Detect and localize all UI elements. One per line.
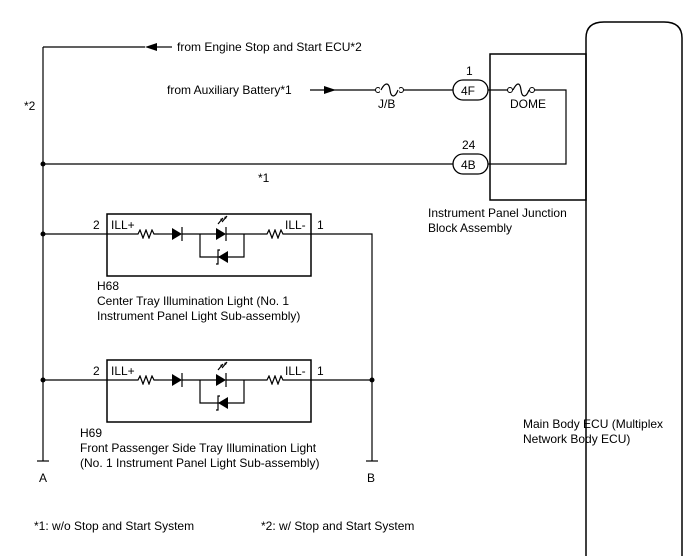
arrow-right-icon xyxy=(324,86,336,94)
h69-pin-left: 2 xyxy=(93,364,100,378)
ground-label-a: A xyxy=(39,471,47,485)
jb-fuse-icon xyxy=(375,83,404,97)
h68-zener-icon xyxy=(218,251,228,263)
main-body-ecu-box xyxy=(585,21,683,556)
h68-diode-icon xyxy=(172,228,182,240)
h69-zener-icon xyxy=(218,397,228,409)
junction-block-name-line2: Block Assembly xyxy=(428,221,512,235)
junction-block-name-line1: Instrument Panel Junction xyxy=(428,206,567,220)
aux-battery-source-label: from Auxiliary Battery*1 xyxy=(167,83,292,97)
h69-term-left: ILL+ xyxy=(111,364,135,378)
h68-name-line2: Instrument Panel Light Sub-assembly) xyxy=(97,309,300,323)
connector-4f-label: 4F xyxy=(461,84,475,98)
footnote-1: *1: w/o Stop and Start System xyxy=(34,519,194,533)
dome-internal-wire xyxy=(488,89,567,165)
h68-term-right: ILL- xyxy=(285,218,306,232)
connector-4b-label: 4B xyxy=(461,158,476,172)
h69-term-right: ILL- xyxy=(285,364,306,378)
engine-ecu-source-label: from Engine Stop and Start ECU*2 xyxy=(177,40,362,54)
footnote-2: *2: w/ Stop and Start System xyxy=(261,519,414,533)
h68-pin-right: 1 xyxy=(317,218,324,232)
h68-led-icon xyxy=(216,228,226,240)
body-ecu-name-line1: Main Body ECU (Multiplex xyxy=(523,417,663,431)
jb-fuse-label: J/B xyxy=(378,97,395,111)
junction-block-box xyxy=(489,53,587,201)
h69-pin-right: 1 xyxy=(317,364,324,378)
h68-name-line1: Center Tray Illumination Light (No. 1 xyxy=(97,294,289,308)
dome-fuse-icon xyxy=(507,83,535,97)
h68-code: H68 xyxy=(97,279,119,293)
dome-fuse-label: DOME xyxy=(510,97,546,111)
h69-diode-icon xyxy=(172,374,182,386)
connector-4f-pin: 1 xyxy=(466,64,473,78)
h69-led-icon xyxy=(216,374,226,386)
h68-term-left: ILL+ xyxy=(111,218,135,232)
h69-name-line1: Front Passenger Side Tray Illumination L… xyxy=(80,441,317,455)
h69-code: H69 xyxy=(80,426,102,440)
connector-4b-pin: 24 xyxy=(462,138,476,152)
h68-box xyxy=(106,213,312,277)
note-star1-label: *1 xyxy=(258,171,270,185)
body-ecu-name-line2: Network Body ECU) xyxy=(523,432,630,446)
note-star2-label: *2 xyxy=(24,99,36,113)
h68-output-wire xyxy=(311,233,373,461)
arrow-left-icon xyxy=(145,43,157,51)
h69-box xyxy=(106,359,312,423)
ground-label-b: B xyxy=(367,471,375,485)
h68-pin-left: 2 xyxy=(93,218,100,232)
h69-name-line2: (No. 1 Instrument Panel Light Sub-assemb… xyxy=(80,456,319,470)
